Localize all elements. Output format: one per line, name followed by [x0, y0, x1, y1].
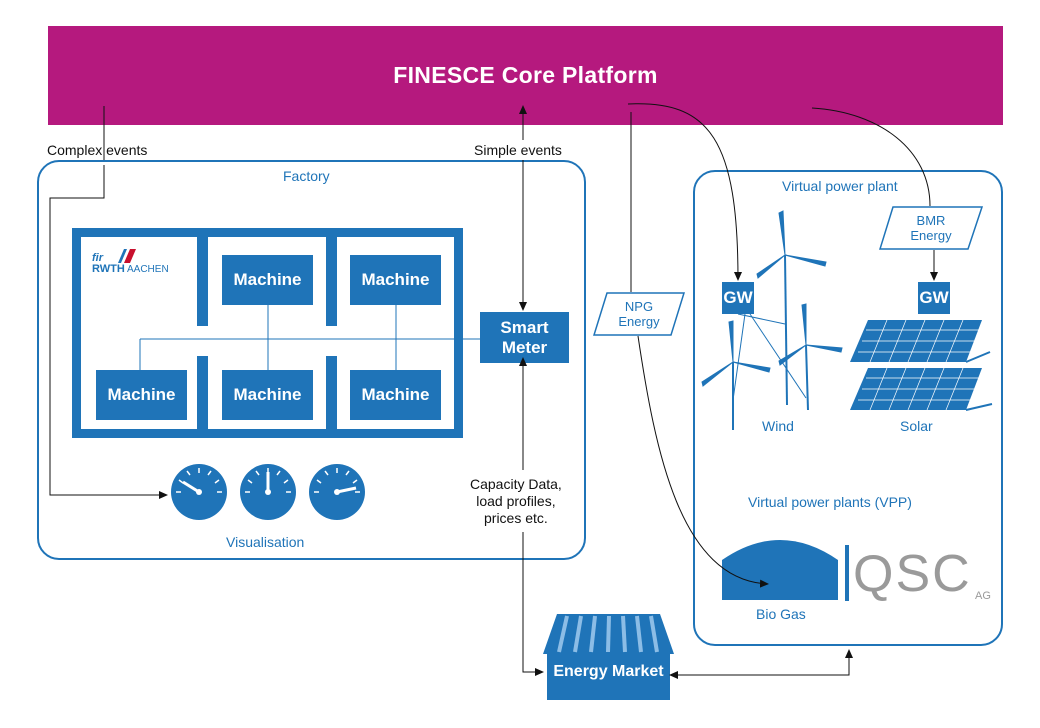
qsc-logo: QSC AG: [853, 545, 991, 603]
smart-meter-line-2: Meter: [501, 337, 548, 357]
npg-energy-tag: NPG Energy: [593, 292, 685, 336]
logo-fir: fir: [92, 252, 103, 264]
qsc-suffix: AG: [975, 590, 991, 602]
wind-label: Wind: [762, 418, 794, 434]
vpp-title: Virtual power plant: [782, 178, 898, 194]
rwth-aachen-logo: fir RWTH AACHEN: [91, 247, 191, 277]
npg-line-1: NPG: [624, 299, 654, 314]
npg-line-2: Energy: [618, 314, 660, 329]
gauge-icon: [171, 464, 227, 520]
gauge-icon: [240, 464, 296, 520]
capacity-data-label: Capacity Data, load profiles, prices etc…: [470, 476, 562, 527]
wind-turbine-icon: [701, 320, 771, 430]
smart-meter: Smart Meter: [480, 312, 569, 363]
parallelogram-shape: [593, 292, 685, 336]
complex-events-arrow: [49, 165, 168, 499]
factory-group: [37, 160, 586, 560]
wind-gateway: GW: [722, 282, 754, 314]
capacity-data-arrow: [522, 532, 544, 676]
machine-bottom-center: Machine: [222, 370, 313, 420]
machine-top-center: Machine: [222, 255, 313, 305]
complex-events-label: Complex events: [47, 142, 148, 158]
qsc-name: QSC: [853, 545, 972, 603]
virtual-power-plant-group: [693, 170, 1003, 646]
logo-stripes-icon: [118, 249, 136, 263]
visualisation-label: Visualisation: [226, 534, 305, 550]
solar-gateway: GW: [918, 282, 950, 314]
bmr-energy-tag: BMR Energy: [879, 206, 983, 250]
capacity-line-3: prices etc.: [484, 510, 548, 526]
wind-turbine-icon: [756, 210, 827, 406]
gauge-icon: [309, 464, 365, 520]
market-stall-icon: [543, 614, 674, 700]
capacity-line-1: Capacity Data,: [470, 476, 562, 492]
solar-label: Solar: [900, 418, 933, 434]
smart-meter-line-1: Smart: [500, 317, 549, 337]
bmr-line-1: BMR: [916, 213, 946, 228]
qsc-divider: [845, 545, 849, 601]
bmr-line-2: Energy: [910, 228, 952, 243]
vpp-plants-label: Virtual power plants (VPP): [748, 494, 912, 510]
wind-turbine-icon: [778, 303, 843, 411]
platform-title: FINESCE Core Platform: [393, 62, 658, 88]
npg-biogas-arrow: [637, 335, 769, 588]
capacity-line-2: load profiles,: [476, 493, 556, 509]
market-vpp-arrow: [669, 649, 853, 679]
solar-panel-icon: [850, 319, 991, 363]
machine-top-right: Machine: [350, 255, 441, 305]
energy-market-label: Energy Market: [553, 663, 664, 680]
biogas-dome-icon: [722, 540, 838, 600]
biogas-label: Bio Gas: [756, 606, 806, 622]
parallelogram-shape: [879, 206, 983, 250]
factory-title: Factory: [283, 168, 330, 184]
solar-panel-icon: [850, 367, 993, 411]
logo-rwth: RWTH: [92, 263, 125, 275]
machine-bottom-left: Machine: [96, 370, 187, 420]
platform-wind-arrow: [627, 103, 742, 281]
platform-bmr-connector: [811, 107, 931, 207]
simple-events-label: Simple events: [474, 142, 562, 158]
energy-market: Energy Market: [543, 614, 674, 700]
machine-bottom-right: Machine: [350, 370, 441, 420]
logo-aachen: AACHEN: [127, 264, 169, 275]
